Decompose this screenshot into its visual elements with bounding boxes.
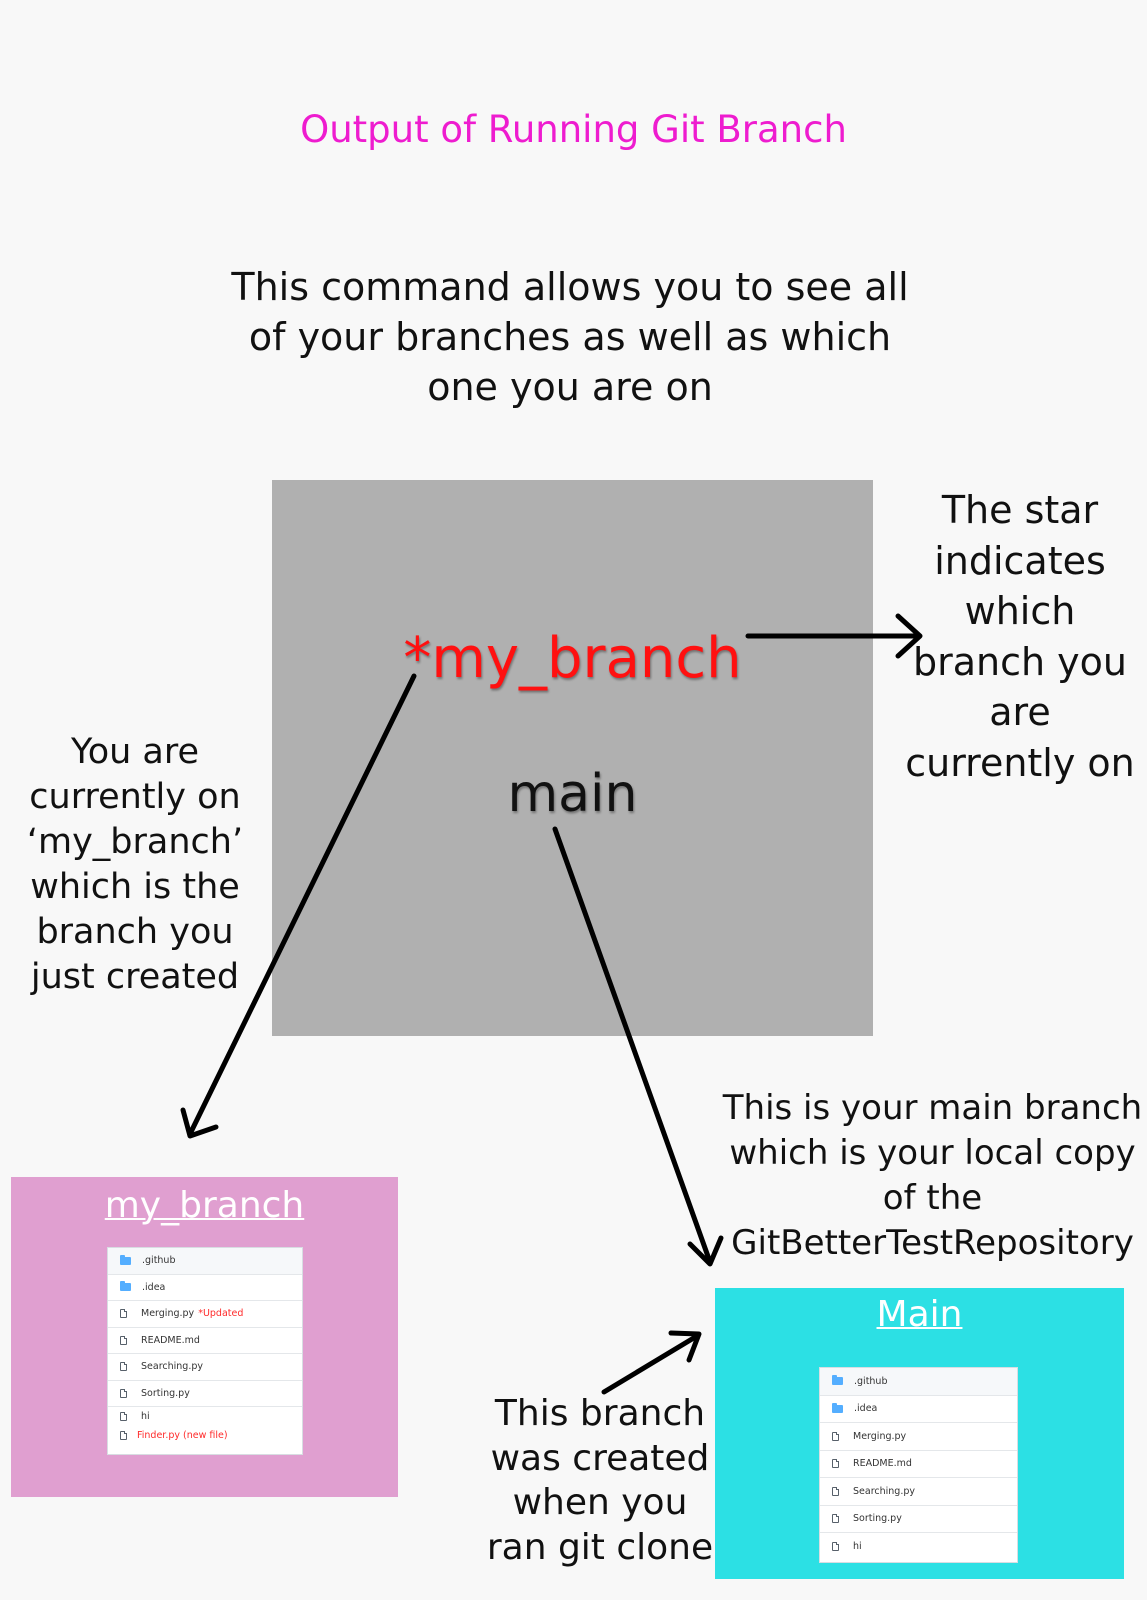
file-name: Merging.py bbox=[853, 1430, 907, 1442]
main-panel-title: Main bbox=[876, 1294, 963, 1335]
file-name: .github bbox=[854, 1375, 888, 1387]
file-icon bbox=[832, 1514, 839, 1524]
file-name: .idea bbox=[854, 1403, 878, 1415]
page-title: Output of Running Git Branch bbox=[300, 108, 847, 151]
file-name: README.md bbox=[853, 1458, 912, 1470]
file-icon bbox=[120, 1309, 127, 1319]
file-name: hi bbox=[141, 1410, 150, 1422]
current-branch-note: You are currently on ‘my_branch’ which i… bbox=[26, 732, 244, 997]
main-branch-label: main bbox=[507, 764, 638, 824]
file-row: hi bbox=[820, 1533, 1017, 1561]
file-icon bbox=[120, 1430, 127, 1440]
file-name: .idea bbox=[142, 1281, 166, 1293]
clone-arrow bbox=[601, 1330, 702, 1395]
main-branch-note: This is your main branch which is your l… bbox=[722, 1088, 1143, 1263]
my-branch-panel-title: my_branch bbox=[104, 1185, 305, 1226]
current-branch-label: *my_branch bbox=[403, 626, 742, 691]
intro-text: This command allows you to see all of yo… bbox=[231, 265, 909, 409]
file-row: Searching.py bbox=[108, 1354, 302, 1381]
file-name: Sorting.py bbox=[141, 1387, 190, 1399]
file-icon bbox=[120, 1335, 127, 1345]
main-panel: Main .github .idea Merging.py README.md … bbox=[715, 1288, 1124, 1579]
folder-icon bbox=[120, 1254, 131, 1265]
file-name: README.md bbox=[141, 1334, 200, 1346]
my-branch-file-list: .github .idea Merging.py *Updated README… bbox=[107, 1247, 303, 1455]
folder-icon bbox=[120, 1281, 131, 1292]
file-name: Merging.py bbox=[141, 1308, 195, 1320]
folder-icon bbox=[832, 1402, 843, 1413]
file-row: README.md bbox=[108, 1328, 302, 1354]
file-row: README.md bbox=[820, 1451, 1017, 1478]
file-row: .idea bbox=[108, 1275, 302, 1301]
file-name: Searching.py bbox=[853, 1485, 916, 1497]
my-branch-panel: my_branch .github .idea Merging.py *Upda… bbox=[11, 1177, 398, 1497]
file-icon bbox=[832, 1431, 839, 1441]
file-row: Sorting.py bbox=[820, 1506, 1017, 1533]
file-icon bbox=[120, 1362, 127, 1372]
file-icon bbox=[832, 1486, 839, 1496]
file-row: hi bbox=[108, 1407, 302, 1425]
file-row: Merging.py bbox=[820, 1423, 1017, 1451]
file-row: Finder.py (new file) bbox=[108, 1425, 302, 1445]
file-row: .github bbox=[820, 1368, 1017, 1396]
file-row: .idea bbox=[820, 1396, 1017, 1423]
file-row: Searching.py bbox=[820, 1478, 1017, 1506]
folder-icon bbox=[832, 1375, 843, 1386]
updated-tag: *Updated bbox=[198, 1308, 244, 1320]
file-row: Merging.py *Updated bbox=[108, 1301, 302, 1328]
star-note: The star indicates which branch you are … bbox=[905, 488, 1135, 785]
file-name: hi bbox=[853, 1541, 862, 1553]
file-icon bbox=[832, 1542, 839, 1552]
file-icon bbox=[120, 1388, 127, 1398]
new-file-name: Finder.py (new file) bbox=[137, 1429, 228, 1441]
file-name: Sorting.py bbox=[853, 1513, 902, 1525]
file-name: .github bbox=[142, 1255, 176, 1267]
file-icon bbox=[832, 1459, 839, 1469]
terminal-output: *my_branch main bbox=[272, 480, 873, 1036]
file-icon bbox=[120, 1411, 127, 1421]
file-row: Sorting.py bbox=[108, 1381, 302, 1407]
file-name: Searching.py bbox=[141, 1361, 204, 1373]
main-file-list: .github .idea Merging.py README.md Searc… bbox=[819, 1367, 1018, 1563]
clone-note: This branch was created when you ran git… bbox=[486, 1393, 714, 1568]
file-row: .github bbox=[108, 1248, 302, 1275]
